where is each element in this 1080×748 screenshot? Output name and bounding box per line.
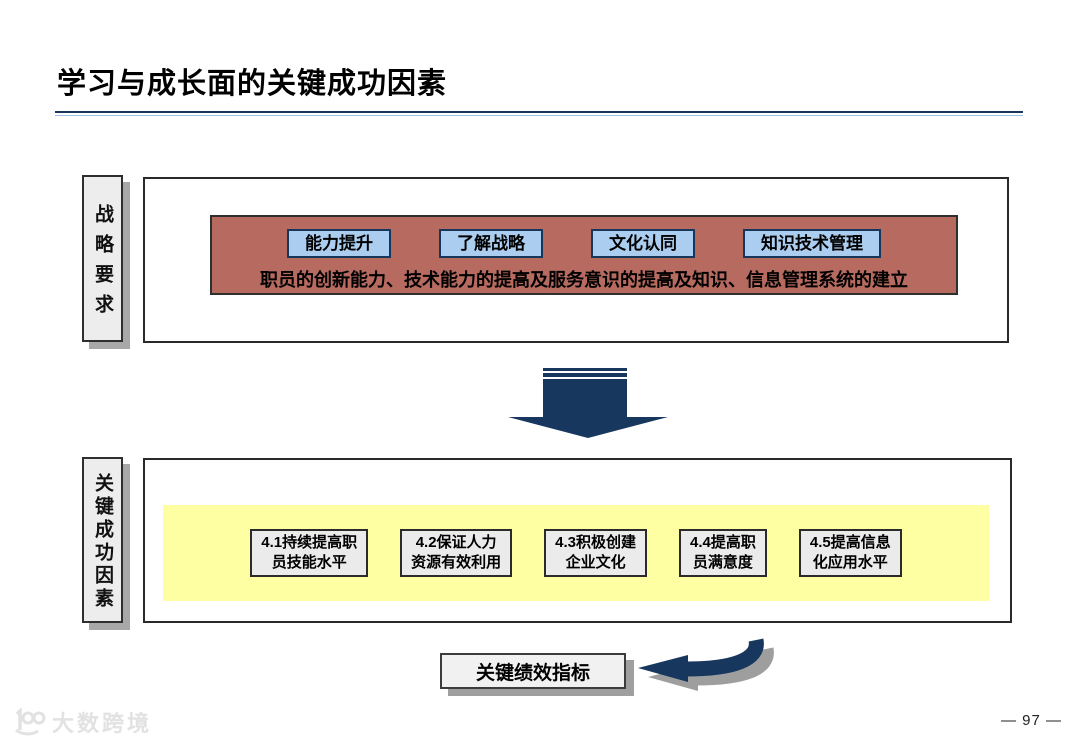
csf-factor-box-41: 4.1持续提高职 员技能水平 — [250, 529, 369, 577]
strategy-tag-row: 能力提升 了解战略 文化认同 知识技术管理 — [287, 229, 881, 258]
factor-line: 资源有效利用 — [411, 554, 502, 571]
factor-line: 4.2保证人力 — [415, 534, 497, 551]
strategy-tag-capability: 能力提升 — [287, 229, 391, 258]
title-underline — [55, 111, 1023, 113]
factor-line: 化应用水平 — [812, 554, 888, 571]
strategy-summary-box: 能力提升 了解战略 文化认同 知识技术管理 职员的创新能力、技术能力的提高及服务… — [210, 215, 958, 295]
factor-line: 4.3积极创建 — [555, 534, 636, 551]
title-underline-light — [55, 115, 1023, 116]
factor-line: 员技能水平 — [271, 554, 347, 571]
side-label-key-success-factors: 关键成功因素 — [82, 457, 123, 623]
strategy-tag-knowledge-tech: 知识技术管理 — [743, 229, 881, 258]
strategy-description: 职员的创新能力、技术能力的提高及服务意识的提高及知识、信息管理系统的建立 — [260, 270, 908, 290]
csf-factor-box-43: 4.3积极创建 企业文化 — [544, 529, 647, 577]
down-arrow-icon — [508, 368, 668, 438]
csf-factor-box-45: 4.5提高信息 化应用水平 — [798, 529, 902, 577]
watermark-logo: 大数跨境 — [12, 706, 152, 738]
factor-line: 员满意度 — [692, 554, 753, 571]
factor-line: 4.1持续提高职 — [261, 534, 358, 551]
page-number: — 97 — — [1000, 712, 1062, 729]
csf-factor-box-44: 4.4提高职 员满意度 — [679, 529, 767, 577]
strategy-tag-culture: 文化认同 — [591, 229, 695, 258]
kpi-box: 关键绩效指标 — [440, 653, 626, 689]
curved-left-arrow-icon — [638, 638, 774, 691]
logo-icon — [15, 708, 46, 736]
csf-factor-box-42: 4.2保证人力 资源有效利用 — [400, 529, 513, 577]
csf-highlight-box: 4.1持续提高职 员技能水平 4.2保证人力 资源有效利用 4.3积极创建 企业… — [163, 505, 989, 601]
factor-line: 企业文化 — [565, 554, 626, 571]
strategy-tag-understand-strategy: 了解战略 — [439, 229, 543, 258]
factor-line: 4.5提高信息 — [809, 534, 891, 551]
factor-line: 4.4提高职 — [690, 534, 756, 551]
kpi-label: 关键绩效指标 — [475, 662, 590, 684]
page-title: 学习与成长面的关键成功因素 — [57, 68, 448, 100]
watermark-text: 大数跨境 — [52, 711, 153, 736]
strategy-requirements-panel: 能力提升 了解战略 文化认同 知识技术管理 职员的创新能力、技术能力的提高及服务… — [143, 177, 1009, 343]
side-label-strategy-requirements: 战略要求 — [82, 175, 123, 342]
